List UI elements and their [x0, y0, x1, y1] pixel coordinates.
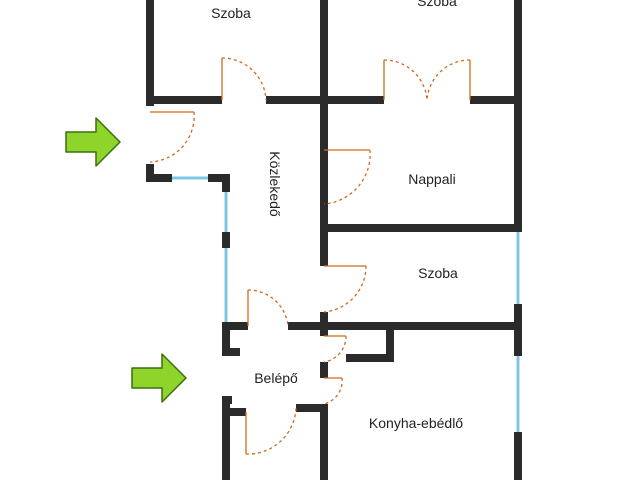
room-label-kozlekedo: Közlekedő — [267, 151, 283, 217]
entry-arrow-upper — [65, 117, 121, 167]
door-wc — [323, 335, 347, 363]
zenga-logo-icon — [543, 450, 565, 472]
room-label-szoba-top-left: Szoba — [211, 5, 251, 21]
doors — [149, 57, 471, 455]
entry-arrows — [65, 117, 187, 403]
door-main-entrance-upper — [149, 111, 195, 163]
door-corridor-to-entrance — [247, 289, 289, 327]
room-label-nappali: Nappali — [408, 171, 455, 187]
room-label-szoba-middle: Szoba — [418, 265, 458, 281]
watermark-text: zenga — [569, 451, 633, 473]
door-main-entrance-lower — [245, 407, 297, 455]
room-label-szoba-top-right: Szoba — [417, 0, 457, 9]
room-label-konyha-ebedlo: Konyha-ebédlő — [369, 415, 463, 431]
door-kitchen — [323, 377, 343, 405]
entry-arrow-lower — [131, 353, 187, 403]
door-nappali — [323, 149, 371, 205]
watermark: zenga — [543, 450, 633, 473]
door-szoba-middle — [323, 265, 367, 313]
door-szoba-top-left — [221, 57, 267, 101]
door-szoba-top-right-double — [383, 59, 471, 101]
walls — [146, 0, 522, 480]
room-label-belepo: Belépő — [254, 370, 298, 386]
